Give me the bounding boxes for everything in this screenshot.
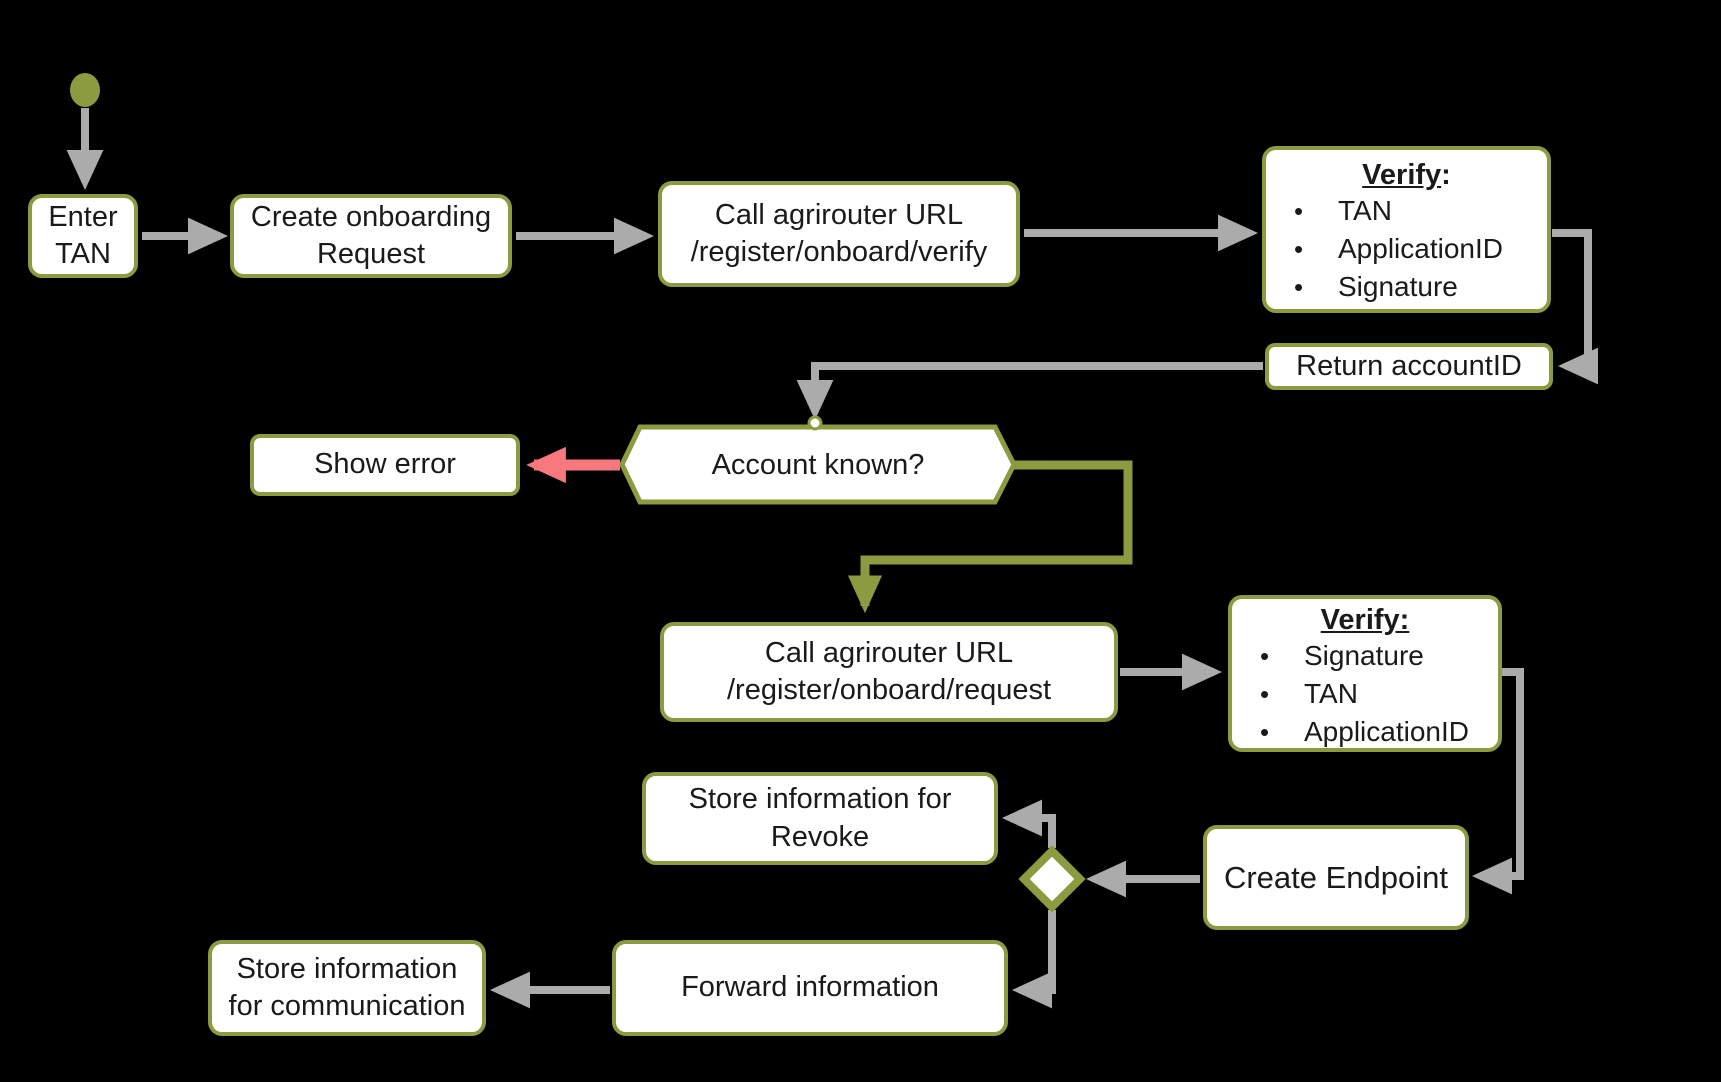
node-enter-tan-label: Enter TAN	[48, 200, 118, 270]
account-known-hexagon	[619, 424, 1017, 505]
node-create-endpoint: Create Endpoint	[1203, 825, 1469, 930]
node-verify-1-list: TAN ApplicationID Signature	[1272, 192, 1541, 306]
node-call-request-url: Call agrirouter URL /register/onboard/re…	[660, 622, 1118, 722]
merge-diamond	[1018, 845, 1086, 913]
verify-1-bullet: ApplicationID	[1272, 230, 1541, 268]
node-verify-2-title: Verify:	[1320, 604, 1410, 636]
node-call-verify-url: Call agrirouter URL /register/onboard/ve…	[658, 181, 1020, 287]
node-create-onboarding-label: Create onboarding Request	[250, 200, 492, 270]
node-call-request-url-line2: /register/onboard/request	[726, 674, 1052, 706]
node-account-known-label: Account known?	[711, 448, 925, 481]
verify-2-bullet: TAN	[1238, 675, 1492, 713]
verify-2-bullet: ApplicationID	[1238, 713, 1492, 751]
account-known-anchor	[807, 415, 823, 431]
node-return-account: Return accountID	[1265, 343, 1553, 390]
connector-account-known-yes	[847, 460, 1133, 614]
node-return-account-label: Return accountID	[1296, 349, 1522, 382]
node-forward-info: Forward information	[612, 940, 1008, 1036]
node-call-verify-url-line1: Call agrirouter URL	[714, 198, 964, 231]
node-call-request-url-line1: Call agrirouter URL	[764, 636, 1014, 669]
node-create-onboarding: Create onboarding Request	[230, 194, 512, 278]
node-verify-2-list: Signature TAN ApplicationID	[1238, 637, 1492, 751]
verify-2-bullet: Signature	[1238, 637, 1492, 675]
node-store-revoke: Store information for Revoke	[642, 772, 998, 865]
node-store-comm-label: Store information for communication	[228, 952, 466, 1022]
node-verify-1-title: Verify:	[1362, 159, 1451, 191]
connector-return-to-account-known	[796, 362, 1263, 420]
connector-merge-to-store-revoke	[1002, 799, 1056, 848]
node-enter-tan: Enter TAN	[28, 194, 138, 278]
verify-1-bullet: TAN	[1272, 192, 1541, 230]
connector-verify2-to-create-endpoint	[1472, 668, 1524, 895]
node-call-verify-url-line2: /register/onboard/verify	[690, 236, 988, 268]
verify-1-bullet: Signature	[1272, 268, 1541, 306]
node-store-comm: Store information for communication	[208, 940, 486, 1036]
start-node	[70, 73, 100, 107]
node-create-endpoint-label: Create Endpoint	[1223, 859, 1449, 895]
node-show-error: Show error	[250, 434, 520, 496]
node-forward-info-label: Forward information	[681, 971, 939, 1004]
connector-verify1-to-return	[1552, 229, 1598, 385]
node-verify-2: Verify: Signature TAN ApplicationID	[1228, 595, 1502, 752]
node-verify-1: Verify: TAN ApplicationID Signature	[1262, 146, 1551, 313]
connector-merge-to-forward-info	[1012, 910, 1056, 1009]
node-show-error-label: Show error	[314, 448, 456, 481]
node-store-revoke-label: Store information for Revoke	[688, 783, 952, 853]
